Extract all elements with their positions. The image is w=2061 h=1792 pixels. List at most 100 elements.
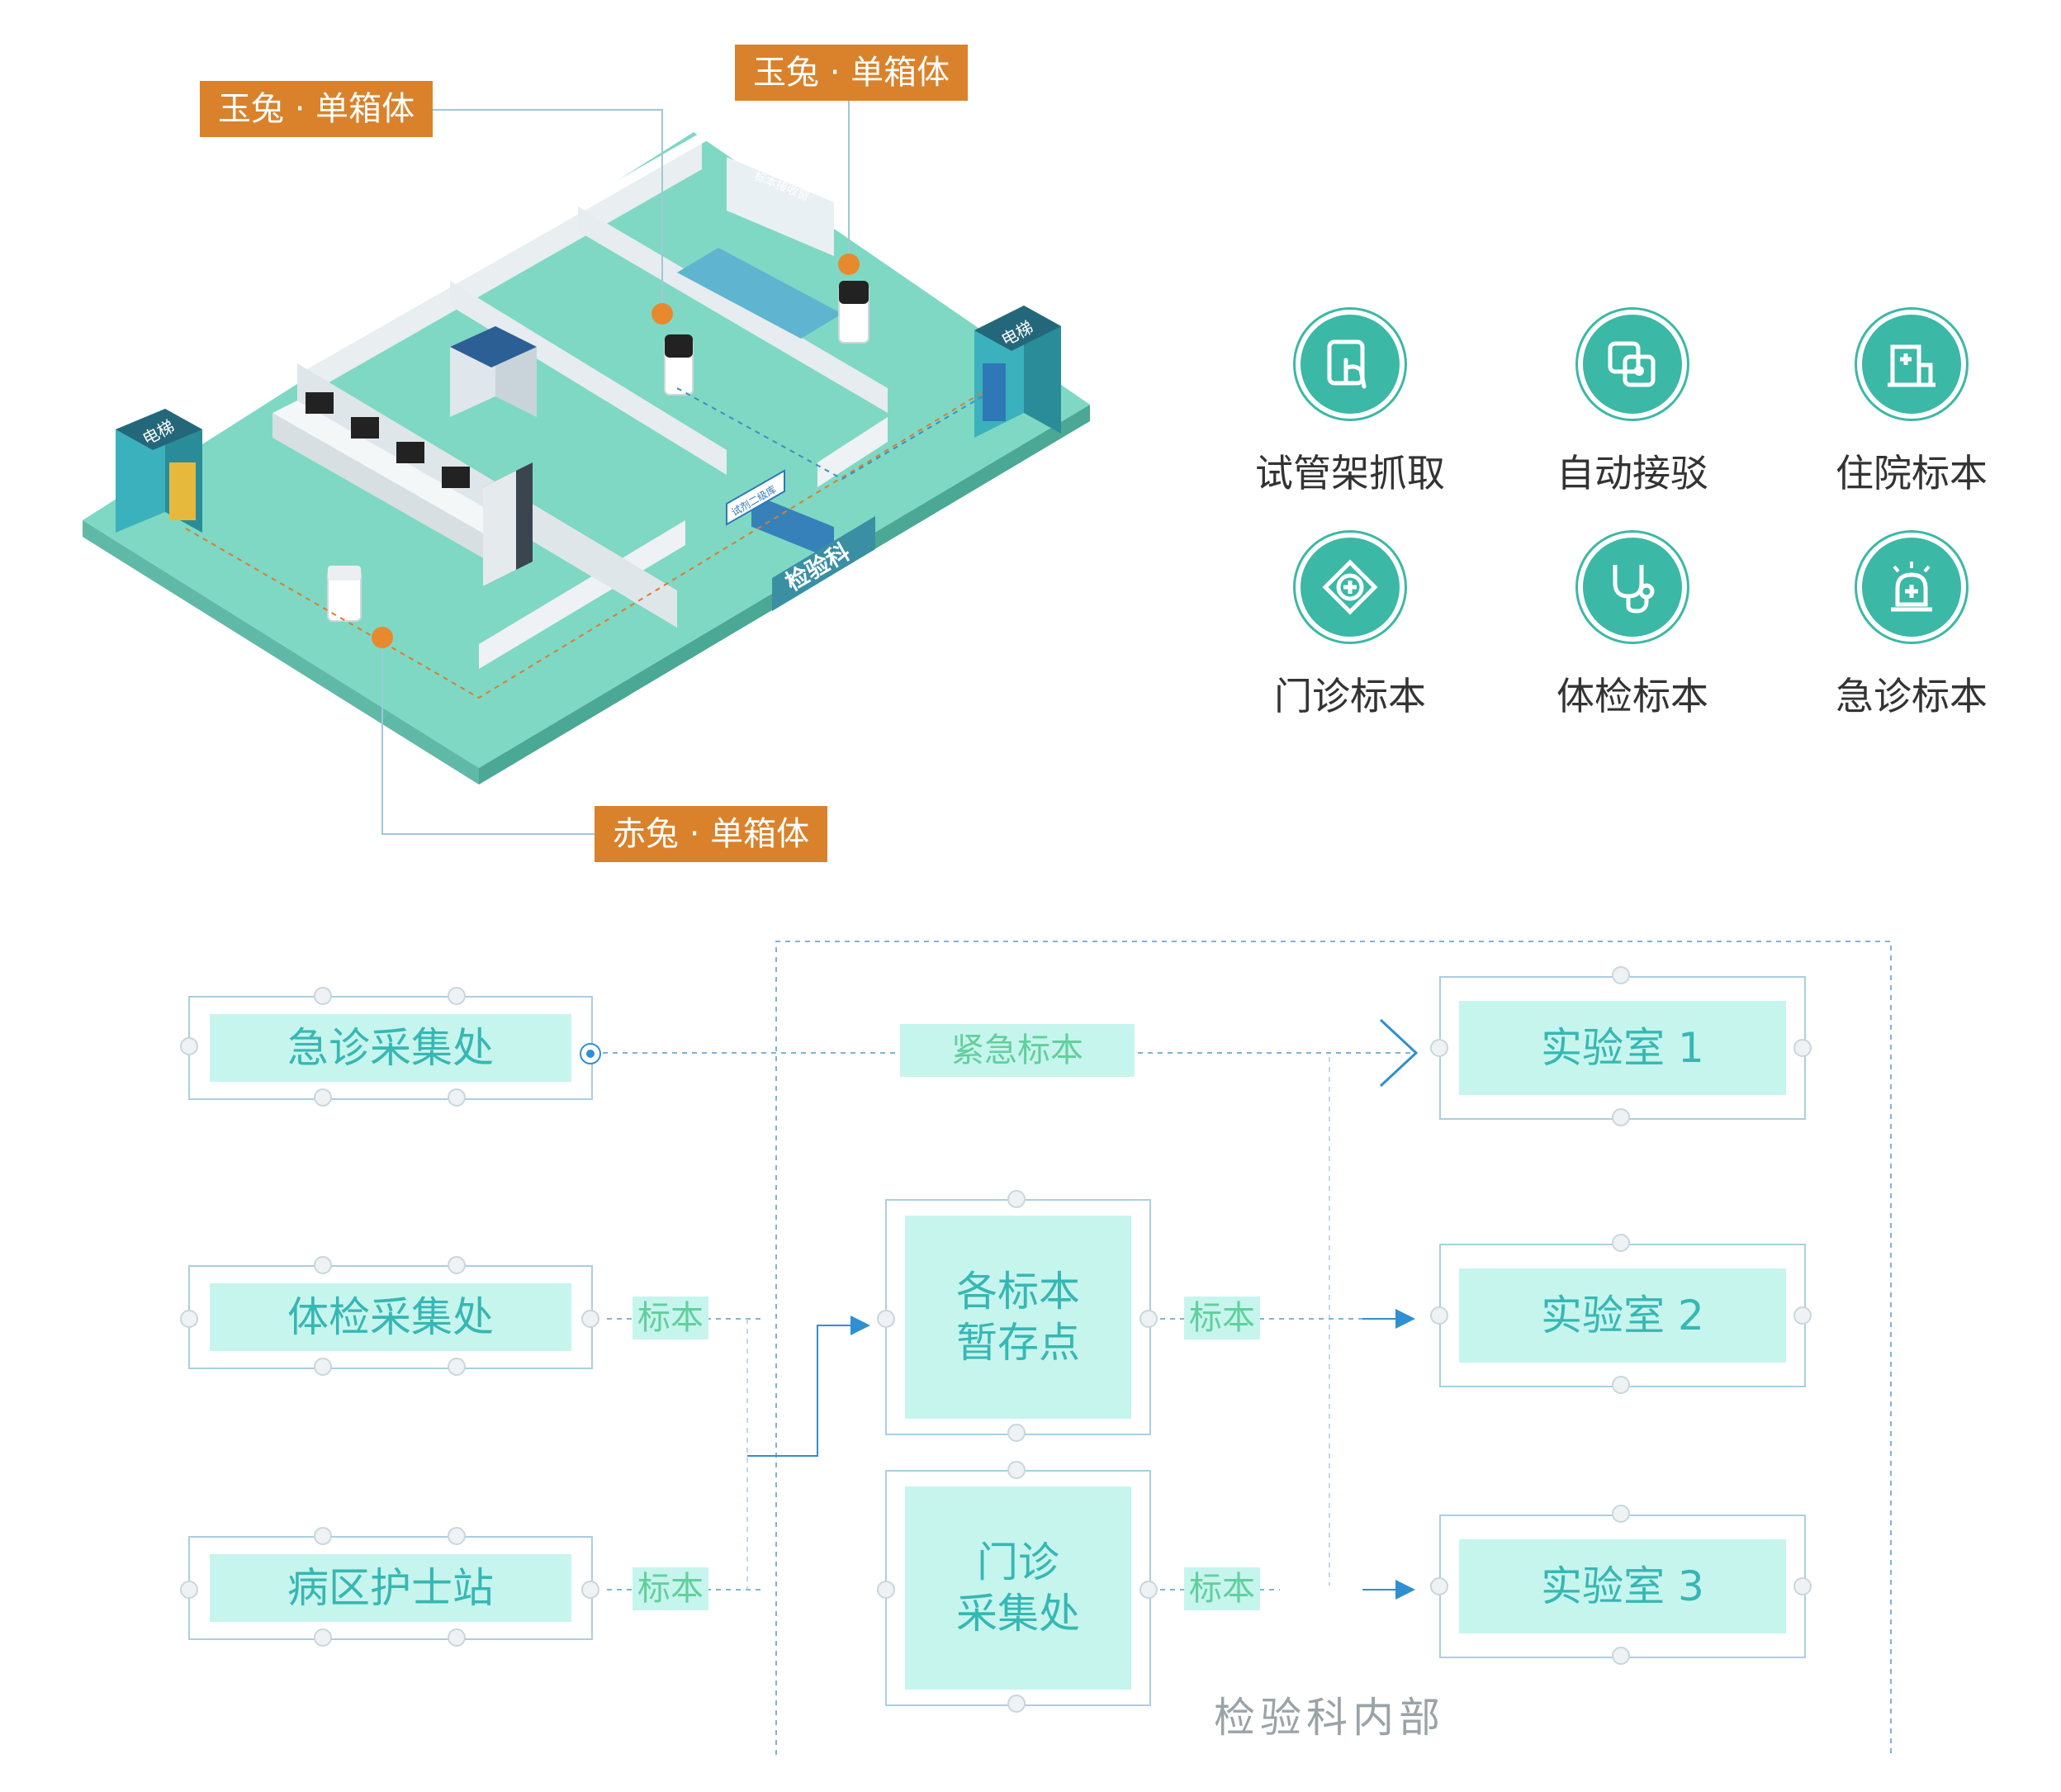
leader-a (421, 109, 663, 303)
connector-dot (314, 1628, 332, 1647)
connector-dot (314, 987, 332, 1005)
category-label: 试管架抓取 (1255, 451, 1445, 495)
marker-robot-b (838, 254, 860, 275)
connector-dot (448, 987, 466, 1005)
floor-side-left (83, 520, 479, 785)
edge-label-checkup-sample: 标本 (633, 1297, 708, 1339)
reception-panel (727, 157, 834, 256)
edge-label-ward-sample: 标本 (633, 1567, 708, 1610)
category-label: 自动接驳 (1556, 451, 1708, 495)
connector-dot (1430, 1306, 1448, 1325)
room-sign-board (726, 469, 785, 526)
category-emergency: 急诊标本 (1775, 533, 2048, 721)
region-boundary (775, 941, 1892, 1755)
robot-c (327, 566, 362, 622)
hospital-floor-illustration: 电梯 电梯 检验科 试剂二级库 标本接收窗 (83, 101, 1090, 835)
connector-dot (1612, 1505, 1630, 1523)
connector-dot (448, 1088, 466, 1107)
node-label: 门诊 采集处 (905, 1486, 1131, 1690)
medical-cross-icon (1322, 559, 1378, 615)
connector-dot (1612, 966, 1630, 984)
node-emergency-collection: 急诊采集处 (188, 996, 593, 1100)
node-label: 急诊采集处 (210, 1014, 571, 1082)
node-checkup-collection: 体检采集处 (188, 1265, 593, 1369)
partition-2 (578, 206, 888, 413)
node-ward-nurse-station: 病区护士站 (188, 1536, 593, 1640)
connector-dot (877, 1310, 895, 1328)
node-label: 实验室 1 (1459, 1001, 1786, 1095)
alarm-icon (1891, 562, 1932, 612)
lab-benches (272, 392, 533, 586)
connector-dot (448, 1527, 466, 1545)
edge-to-storage (747, 1316, 870, 1457)
robot-a (664, 334, 694, 396)
node-label: 体检采集处 (210, 1283, 571, 1351)
node-lab-2: 实验室 2 (1439, 1244, 1806, 1387)
hand-touch-icon (1327, 339, 1367, 389)
edge-label-outpatient-sample: 标本 (1184, 1567, 1260, 1610)
region-label: 检验科内部 (1214, 1694, 1445, 1742)
partition-4 (817, 417, 888, 487)
edge-label-urgent: 紧急标本 (900, 1024, 1135, 1077)
connector-dot (581, 1581, 599, 1599)
node-lab-1: 实验室 1 (1439, 976, 1806, 1120)
marker-robot-a (651, 303, 673, 325)
connector-dot (1612, 1376, 1630, 1394)
hospital-icon (1888, 344, 1935, 387)
connector-dot (1007, 1461, 1026, 1479)
connector-dot (1007, 1695, 1026, 1713)
robot-b-label: 玉兔 · 单箱体 (735, 45, 969, 101)
marker-robot-c (372, 627, 393, 648)
wall-back-top (297, 132, 712, 369)
connector-dot (1793, 1306, 1812, 1325)
connector-dot (448, 1256, 466, 1274)
transfer-icon (1608, 341, 1656, 387)
connector-dot (877, 1581, 895, 1599)
connector-dot (448, 1358, 466, 1376)
category-label: 门诊标本 (1274, 674, 1426, 718)
connector-dot (180, 1037, 198, 1055)
robot-a-label: 玉兔 · 单箱体 (200, 81, 434, 137)
edge-label-storage-sample: 标本 (1184, 1297, 1260, 1339)
category-checkup: 体检标本 (1496, 533, 1769, 721)
connector-dot (1007, 1190, 1026, 1208)
edge-emergency-arrowhead (1379, 1018, 1419, 1088)
robot-c-label: 赤兔 · 单箱体 (595, 806, 828, 862)
elevator-left (116, 409, 202, 533)
connector-dot (314, 1358, 332, 1376)
node-label: 实验室 2 (1459, 1268, 1786, 1363)
connector-dot (1430, 1039, 1448, 1057)
category-label: 急诊标本 (1836, 674, 1988, 718)
robot-route-right (676, 387, 983, 481)
partition-3 (479, 520, 685, 669)
connector-dot (1139, 1581, 1158, 1599)
reception-floor (677, 248, 842, 339)
connector-dot (581, 1310, 599, 1328)
robot-b (838, 281, 869, 344)
connector-dot (1139, 1310, 1158, 1328)
emergency-source-port (580, 1043, 601, 1064)
node-sample-storage: 各标本 暂存点 (885, 1199, 1151, 1435)
connector-dot (1612, 1108, 1630, 1126)
node-label: 各标本 暂存点 (905, 1216, 1131, 1419)
storage-cabinets (450, 326, 537, 417)
node-label: 病区护士站 (210, 1554, 571, 1622)
connector-dot (180, 1310, 198, 1328)
stethoscope-icon (1613, 565, 1655, 614)
node-outpatient-collection: 门诊 采集处 (885, 1470, 1151, 1706)
connector-dot (314, 1256, 332, 1274)
connector-dot (1612, 1647, 1630, 1665)
category-label: 住院标本 (1836, 451, 1988, 495)
connector-dot (1612, 1234, 1630, 1252)
category-label: 体检标本 (1556, 674, 1708, 718)
node-label: 实验室 3 (1459, 1539, 1786, 1633)
connector-dot (1793, 1039, 1812, 1057)
category-rack-grab: 试管架抓取 (1214, 310, 1486, 498)
connector-dot (448, 1628, 466, 1647)
category-auto-transfer: 自动接驳 (1496, 310, 1769, 498)
connector-dot (314, 1527, 332, 1545)
department-sign-board (772, 516, 875, 611)
connector-dot (314, 1088, 332, 1107)
category-inpatient: 住院标本 (1775, 310, 2048, 498)
connector-dot (1793, 1577, 1812, 1595)
